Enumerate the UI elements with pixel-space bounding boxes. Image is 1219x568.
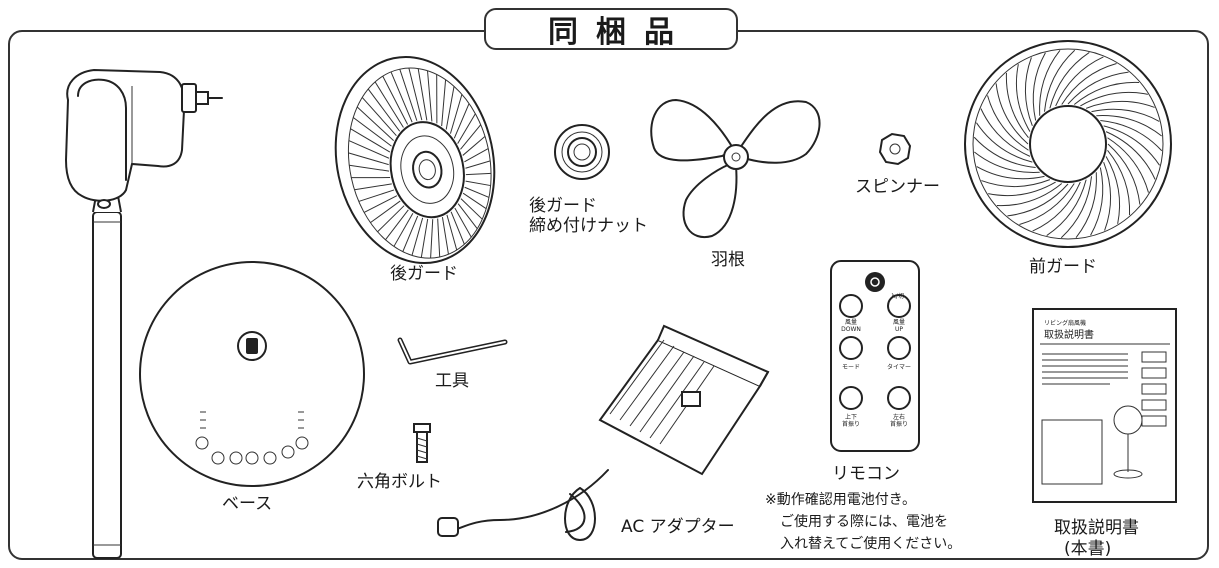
manual-label-line1: 取扱説明書 xyxy=(1054,518,1139,538)
blade-label: 羽根 xyxy=(711,250,745,270)
remote-note-line2: ご使用する際には、電池を xyxy=(780,514,948,530)
remote-leftright-label-2: 首振り xyxy=(890,420,908,428)
title-tab: 同梱品 xyxy=(484,8,738,50)
remote-note-line3: 入れ替えてご使用ください。 xyxy=(780,536,962,552)
manual-label-line2: (本書) xyxy=(1064,539,1112,559)
remote-updown-label-1: 上下 xyxy=(845,413,857,421)
base-label: ベース xyxy=(222,494,273,514)
front-guard-label: 前ガード xyxy=(1029,257,1097,277)
manual-cover-subtitle: リビング扇風機 xyxy=(1044,319,1086,327)
rear-guard-nut-label-line2: 締め付けナット xyxy=(529,216,648,236)
remote-fan-down-label-1: 風量 xyxy=(845,319,857,326)
tool-label: 工具 xyxy=(435,371,469,391)
remote-updown-label-2: 首振り xyxy=(842,420,860,428)
remote-fan-down-label-2: DOWN xyxy=(841,326,861,333)
rear-guard-nut-label-line1: 後ガード xyxy=(529,196,597,216)
ac-adapter-label: AC アダプター xyxy=(621,517,735,537)
remote-fan-up-label-2: UP xyxy=(895,326,903,333)
rear-guard-label: 後ガード xyxy=(390,264,458,284)
remote-power-label: 入/切 xyxy=(890,293,904,300)
remote-note-line1: ※動作確認用電池付き。 xyxy=(765,492,917,508)
remote-fan-up-label-1: 風量 xyxy=(893,319,905,326)
hex-bolt-label: 六角ボルト xyxy=(357,472,442,492)
manual-cover-title: 取扱説明書 xyxy=(1044,328,1094,341)
remote-leftright-label-1: 左右 xyxy=(893,413,905,421)
remote-mode-label: モード xyxy=(842,364,860,371)
remote-timer-label: タイマー xyxy=(887,363,911,371)
remote-label: リモコン xyxy=(832,464,900,484)
page-title: 同梱品 xyxy=(548,15,692,50)
spinner-label: スピンナー xyxy=(855,177,940,197)
